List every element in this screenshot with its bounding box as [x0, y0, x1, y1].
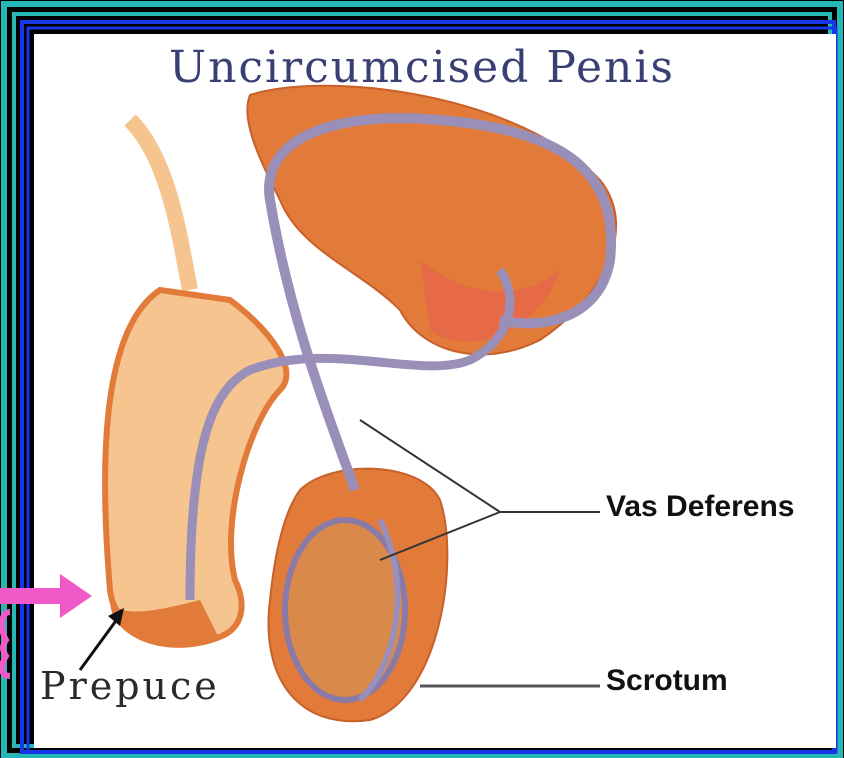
ureter [130, 120, 190, 290]
vas-deferens-label: Vas Deferens [606, 490, 794, 524]
pink-brace [2, 612, 10, 676]
scrotum-label: Scrotum [606, 664, 728, 698]
prepuce-label: Prepuce [40, 664, 220, 708]
pink-arrow-shaft [0, 588, 60, 604]
pink-arrow-head [60, 574, 92, 618]
testis [285, 520, 405, 700]
prepuce-pointer [80, 618, 118, 670]
diagram-title: Uncircumcised Penis [0, 42, 844, 93]
